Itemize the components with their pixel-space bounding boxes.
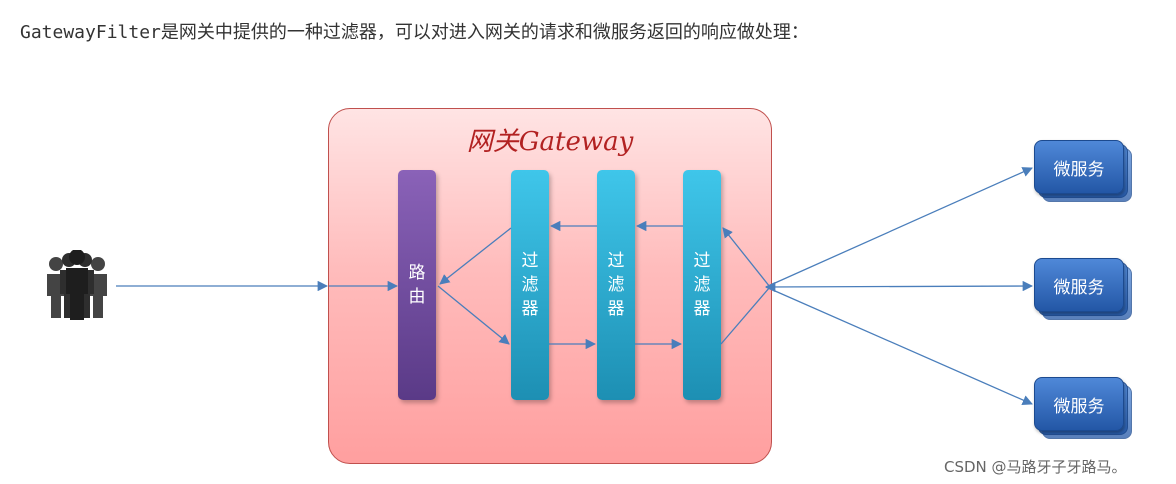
arrow-hub-to-ms3 — [765, 286, 1033, 405]
router-label: 路由 — [408, 263, 426, 307]
filter-bar-1: 过滤器 — [511, 170, 549, 400]
filter-bar-3: 过滤器 — [683, 170, 721, 400]
filter-label: 过滤器 — [693, 251, 711, 319]
arrow-router-to-filter — [437, 285, 510, 345]
users-group-icon — [47, 250, 107, 320]
microservice-label: 微服务 — [1034, 377, 1124, 431]
arrow-filter3-to-hub — [720, 286, 771, 345]
gateway-title: 网关Gateway — [466, 127, 634, 157]
intro-caption: GatewayFilter是网关中提供的一种过滤器，可以对进入网关的请求和微服务… — [20, 22, 809, 43]
microservice-3: 微服务 — [1034, 377, 1132, 439]
router-bar: 路由 — [398, 170, 436, 400]
filter-label: 过滤器 — [607, 251, 625, 319]
arrow-hub-to-ms2 — [765, 280, 1034, 292]
watermark: CSDN @马路牙子牙路马。 — [944, 458, 1127, 476]
microservice-1: 微服务 — [1034, 140, 1132, 202]
microservice-2: 微服务 — [1034, 258, 1132, 320]
microservice-label: 微服务 — [1034, 258, 1124, 312]
arrow-filter-to-router — [439, 227, 512, 285]
filter-label: 过滤器 — [521, 251, 539, 319]
arrow-hub-to-filter3 — [722, 227, 771, 288]
arrow-hub-to-ms1 — [765, 167, 1033, 288]
filter-bar-2: 过滤器 — [597, 170, 635, 400]
microservice-label: 微服务 — [1034, 140, 1124, 194]
